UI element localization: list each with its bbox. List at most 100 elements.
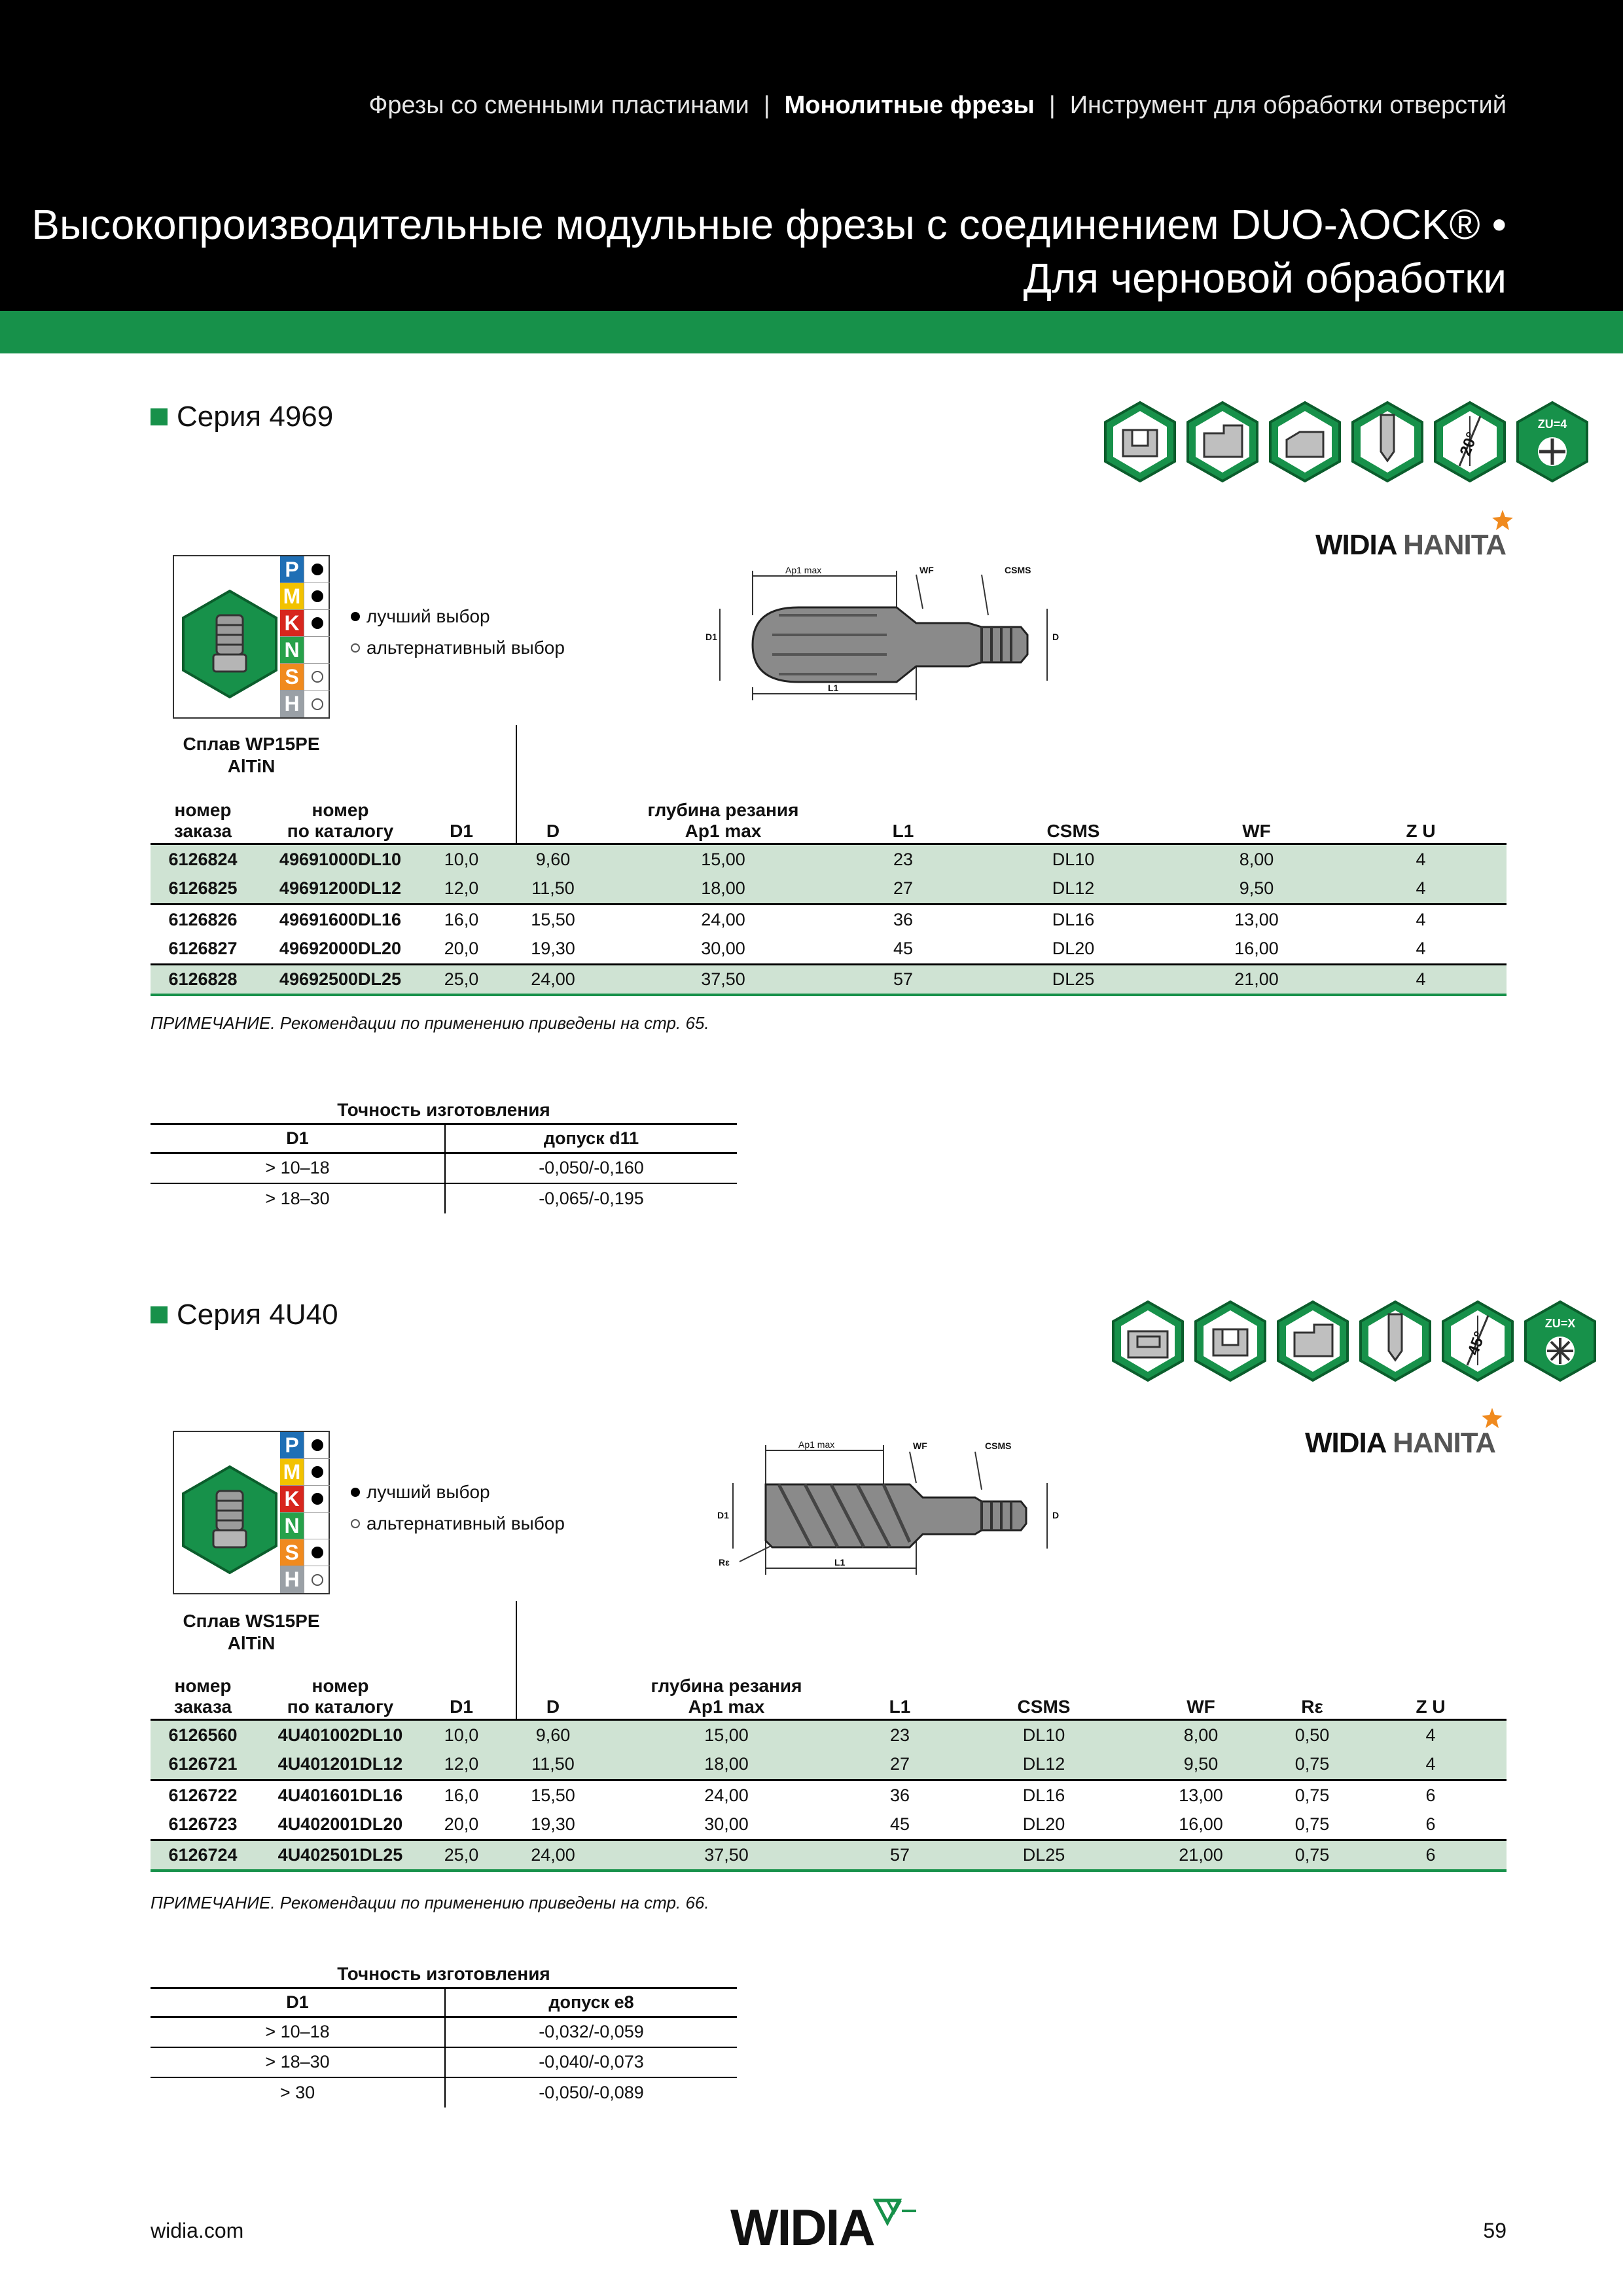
table-cell: 4 [1355, 1719, 1507, 1750]
table-cell: 20,0 [444, 939, 479, 959]
material-suitability [304, 1459, 330, 1485]
table-cell: 6126721 [151, 1749, 255, 1780]
tolerance-cell: > 18–30 [151, 2047, 446, 2078]
filled-dot-icon [311, 1547, 323, 1558]
legend-best-label: лучший выбор [366, 606, 490, 626]
table-cell: 10,0 [425, 1719, 497, 1750]
helix-angle-icon: 20° [1434, 401, 1506, 483]
slotting-icon [1104, 401, 1176, 483]
table-cell: 49691200DL12 [255, 874, 425, 905]
table-cell: DL20 [1052, 939, 1095, 959]
end-mill-hex-icon [182, 589, 277, 699]
tolerance-caption: Точность изготовления [337, 1100, 550, 1120]
tool-drawing-4u40: Ap1 max WF CSMS D1 D L1 Rε [717, 1439, 1059, 1575]
table-cell: 10,0 [425, 844, 497, 874]
table-cell: 8,00 [1178, 844, 1335, 874]
table-cell: 27 [844, 1749, 955, 1780]
table-cell: 11,50 [497, 1749, 609, 1780]
material-row-h: H [280, 1566, 330, 1593]
filled-dot-icon [351, 612, 360, 621]
table-cell: 13,00 [1178, 903, 1335, 935]
open-dot-icon [351, 1519, 360, 1528]
header-green-bar [0, 311, 1623, 353]
hanita-star-icon [1482, 1408, 1503, 1428]
filled-dot-icon [311, 1493, 323, 1505]
table-cell: DL16 [969, 903, 1178, 935]
legend-best-label: лучший выбор [366, 1482, 490, 1502]
material-suitability [304, 1539, 330, 1566]
col-wf: WF [1178, 800, 1335, 845]
col-csms: CSMS [969, 800, 1178, 845]
open-dot-icon [311, 1573, 323, 1586]
alloy-grade: Сплав WP15PE [183, 734, 320, 754]
brand-widia-hanita: WIDIA HANITA [1315, 510, 1514, 562]
note-4969: ПРИМЕЧАНИЕ. Рекомендации по применению п… [151, 1013, 709, 1033]
table-cell: DL16 [955, 1779, 1132, 1810]
flutes-label: ZU=4 [1538, 418, 1567, 431]
label-d: D [1052, 1510, 1059, 1520]
table-cell: 36 [844, 1779, 955, 1810]
table-divider [516, 725, 517, 847]
col-l1: L1 [838, 800, 969, 845]
nav-item-solid[interactable]: Монолитные фрезы [784, 92, 1035, 119]
table-cell: 23 [838, 844, 969, 874]
brand-hanita: HANITA [1393, 1427, 1496, 1459]
table-cell: 6126824 [151, 844, 255, 874]
table-cell: DL10 [969, 844, 1178, 874]
table-cell: 9,60 [497, 1719, 609, 1750]
label-csms: CSMS [1005, 565, 1031, 575]
col-l1: L1 [844, 1676, 955, 1721]
label-d: D [1052, 632, 1059, 642]
nav-item-indexable[interactable]: Фрезы со сменными пластинами [368, 92, 749, 119]
tool-drawing-4969: Ap1 max WF CSMS D1 D L1 [705, 565, 1059, 700]
material-letter: P [280, 556, 304, 583]
page-title: Высокопроизводительные модульные фрезы с… [31, 198, 1507, 305]
alloy-coating: AlTiN [227, 756, 276, 776]
table-cell: 4 [1335, 844, 1507, 874]
table-cell: 15,00 [609, 844, 838, 874]
material-row-p: P [280, 556, 330, 583]
label-l1: L1 [834, 1557, 846, 1568]
tolerance-row: > 30-0,050/-0,089 [151, 2077, 737, 2108]
material-letter: S [280, 1539, 304, 1566]
table-cell: 37,50 [609, 1839, 844, 1872]
nav-item-holemaking[interactable]: Инструмент для обработки отверстий [1069, 92, 1507, 119]
table-cell: 0,75 [1270, 1779, 1355, 1810]
filled-dot-icon [311, 564, 323, 575]
label-d1: D1 [717, 1510, 729, 1520]
filled-dot-icon [351, 1488, 360, 1497]
material-letter: N [280, 637, 304, 663]
green-square-icon [151, 408, 168, 425]
table-cell: 57 [838, 963, 969, 996]
material-suitability [304, 1513, 330, 1539]
series-heading-4969: Серия 4969 [151, 401, 333, 433]
table-cell: 15,50 [497, 1779, 609, 1810]
table-cell: 16,00 [1179, 1814, 1223, 1835]
table-cell: 20,0 [444, 1814, 479, 1835]
title-line-2: Для черновой обработки [1023, 255, 1507, 302]
legend-best: лучший выбор [351, 1477, 565, 1508]
page-number: 59 [1483, 2219, 1507, 2242]
material-suitability [304, 1486, 330, 1512]
table-cell: 6126722 [151, 1779, 255, 1810]
plunge-icon [1359, 1300, 1431, 1382]
tolerance-cell: > 10–18 [151, 2017, 446, 2048]
tolerance-caption: Точность изготовления [337, 1964, 550, 1984]
table-cell: 49691600DL16 [255, 903, 425, 935]
table-cell: 9,50 [1132, 1749, 1270, 1780]
table-cell: 24,00 [497, 963, 609, 996]
table-cell: 6 [1425, 1814, 1436, 1835]
col-d1: D1 [425, 1676, 497, 1721]
tolerance-cell: > 30 [151, 2077, 446, 2108]
col-zu: Z U [1355, 1676, 1507, 1721]
footer-website[interactable]: widia.com [151, 2219, 244, 2242]
open-dot-icon [311, 671, 323, 683]
